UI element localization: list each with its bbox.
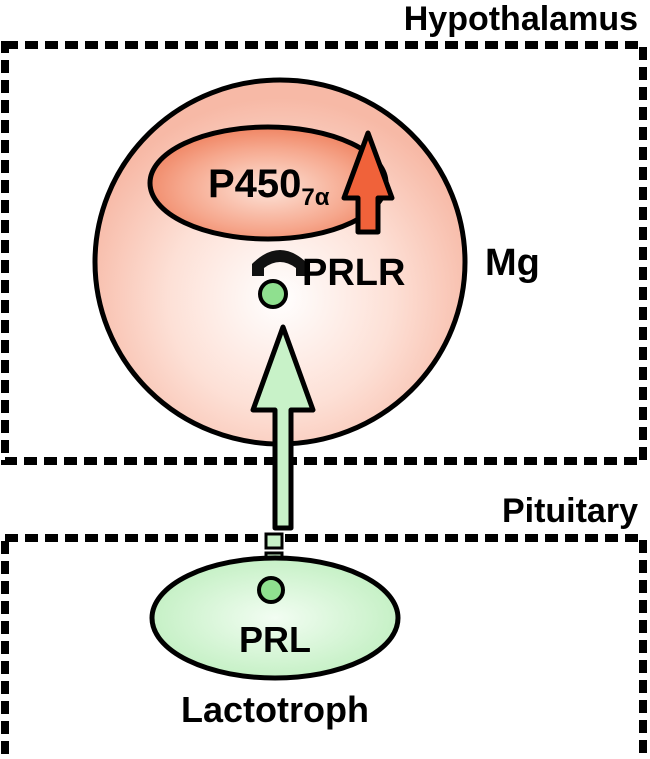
prlr-receptor-icon <box>252 250 308 276</box>
prl-bound-dot <box>258 279 288 309</box>
prl-secreted-dot <box>257 576 285 604</box>
hypothalamus-region <box>1 41 647 465</box>
prl-transport-arrow <box>250 324 316 531</box>
arrow-stem-dash-1 <box>264 532 284 550</box>
prl-label: PRL <box>239 619 311 660</box>
lactotroph-cell <box>149 555 401 681</box>
prlr-label: PRLR <box>302 252 405 294</box>
pituitary-region <box>1 534 647 759</box>
mg-label: Mg <box>485 242 540 284</box>
lactotroph-label: Lactotroph <box>181 689 369 730</box>
increase-arrow-icon <box>341 130 395 235</box>
p450-label: P4507α <box>208 162 330 211</box>
hypothalamus-label: Hypothalamus <box>404 0 638 38</box>
pituitary-label: Pituitary <box>502 492 638 530</box>
